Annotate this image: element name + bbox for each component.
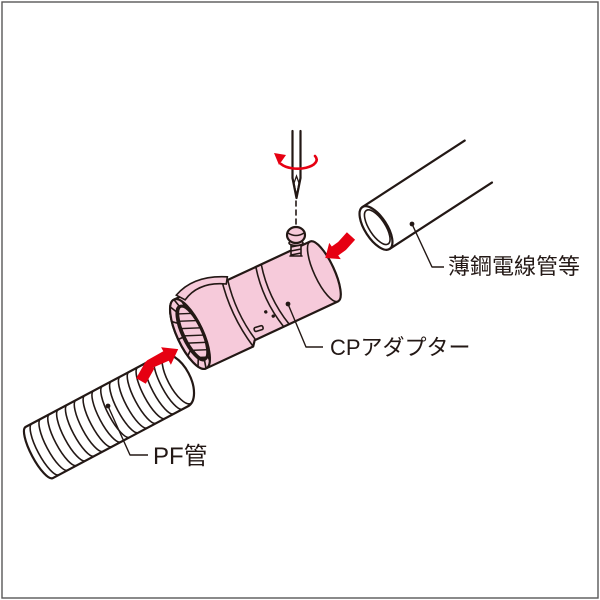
label-cp-adapter: CPアダプター <box>330 335 471 360</box>
adapter-end-face <box>306 240 342 303</box>
screwdriver-icon <box>291 129 302 200</box>
leader-line-pf <box>107 405 148 456</box>
insert-arrow-pf-icon <box>136 347 179 384</box>
adapter-tab <box>253 324 264 333</box>
leader-line-steel <box>411 223 444 268</box>
label-cp-adapter-group: CPアダプター <box>285 301 471 360</box>
label-steel-pipe-group: 薄鋼電線管等 <box>409 221 580 279</box>
adapter-grip-ribs <box>171 312 214 359</box>
set-screw-illustration <box>285 225 307 257</box>
screw-shank-fill <box>291 242 301 256</box>
insert-arrow-steel-icon <box>325 232 356 260</box>
label-pf-pipe-group: PF管 <box>105 403 208 470</box>
steel-pipe-body <box>359 140 492 250</box>
adapter-latch-strap <box>175 275 229 301</box>
label-steel-pipe: 薄鋼電線管等 <box>448 254 580 279</box>
screwdriver-shaft <box>291 129 302 180</box>
pf-pipe-outline <box>22 352 196 480</box>
pf-pipe-illustration <box>22 352 196 480</box>
adapter-joint-rings <box>220 263 290 348</box>
label-pf-pipe: PF管 <box>153 443 208 470</box>
adapter-dot-1 <box>264 310 268 314</box>
cp-adapter-illustration <box>168 240 342 370</box>
leader-line-adapter <box>287 303 323 348</box>
pf-pipe-corrugations <box>29 353 192 476</box>
rotation-arrow-arc <box>279 154 318 170</box>
rotation-arrow-head <box>274 153 286 165</box>
adapter-dot-2 <box>271 314 275 318</box>
screwdriver-tip-cross <box>293 174 300 197</box>
steel-pipe-illustration <box>358 139 494 251</box>
steel-pipe-rim-inner <box>363 209 391 246</box>
screwdriver-shaft-fill <box>292 131 301 178</box>
adapter-socket-hole <box>176 304 210 361</box>
screw-slot <box>287 232 305 237</box>
steel-pipe-edges <box>361 139 494 251</box>
